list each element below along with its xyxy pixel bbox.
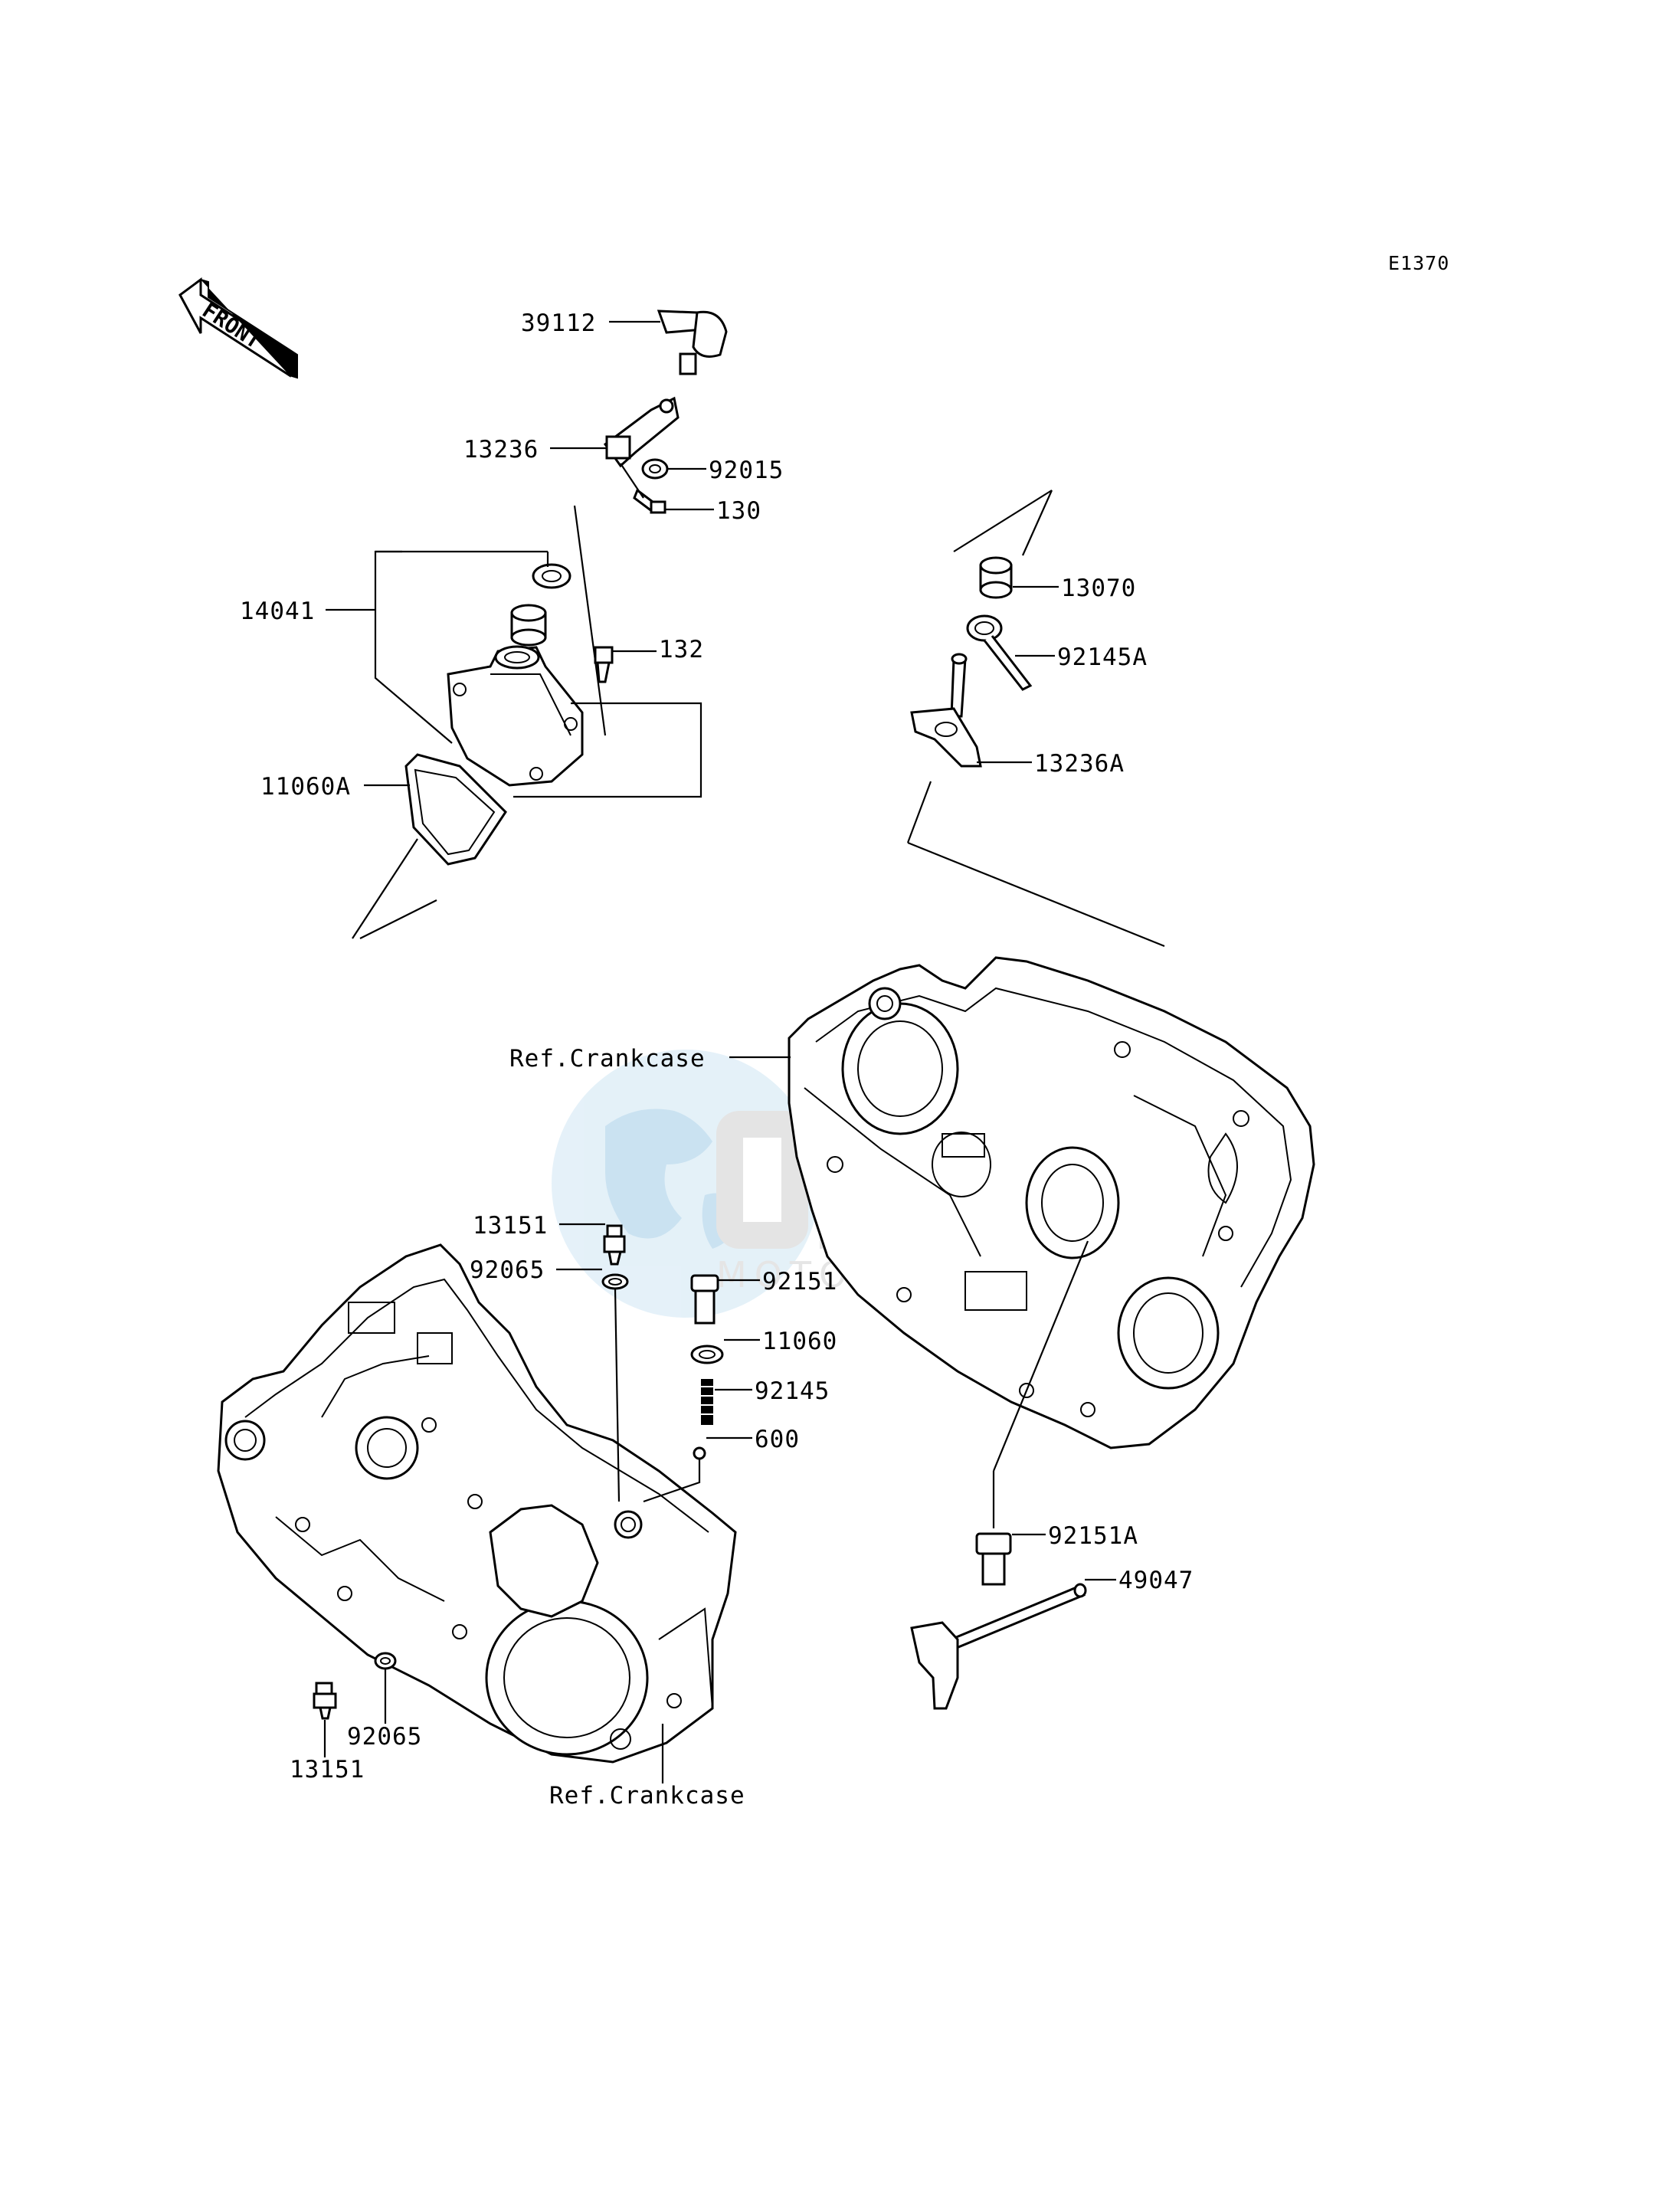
label-13236A[interactable]: 13236A bbox=[1034, 750, 1125, 778]
label-13236[interactable]: 13236 bbox=[463, 436, 539, 463]
upper-left-reference-lines bbox=[352, 463, 702, 939]
part-washer-lower-icon bbox=[374, 1652, 397, 1670]
front-label: FRONT bbox=[198, 297, 266, 354]
part-washer-11060-icon bbox=[690, 1345, 724, 1364]
label-49047[interactable]: 49047 bbox=[1118, 1567, 1194, 1594]
part-bushing-icon bbox=[510, 604, 547, 647]
label-13151-lower[interactable]: 13151 bbox=[290, 1756, 365, 1783]
ball-guide-line bbox=[643, 1459, 701, 1503]
part-neutral-switch-upper-icon bbox=[603, 1224, 626, 1266]
part-neutral-switch-lower-icon bbox=[313, 1682, 337, 1720]
label-92145A[interactable]: 92145A bbox=[1057, 644, 1148, 671]
part-plug-92151-icon bbox=[690, 1274, 719, 1325]
label-ref-crankcase-upper[interactable]: Ref.Crankcase bbox=[509, 1045, 706, 1073]
part-spring-92145-icon bbox=[701, 1379, 713, 1425]
part-gasket-icon bbox=[404, 753, 507, 866]
crankcase-lower-half bbox=[217, 1243, 737, 1764]
part-shift-shaft-icon bbox=[910, 653, 982, 768]
label-ref-crankcase-lower[interactable]: Ref.Crankcase bbox=[549, 1782, 745, 1810]
label-92015[interactable]: 92015 bbox=[709, 457, 784, 484]
label-132[interactable]: 132 bbox=[659, 636, 704, 663]
label-11060[interactable]: 11060 bbox=[762, 1328, 837, 1355]
part-ball-600-icon bbox=[693, 1446, 706, 1460]
label-92065-upper[interactable]: 92065 bbox=[470, 1256, 545, 1284]
part-shift-lever-icon bbox=[603, 396, 680, 468]
part-plug-92151A-icon bbox=[975, 1532, 1012, 1586]
label-39112[interactable]: 39112 bbox=[521, 310, 596, 337]
part-return-spring-icon bbox=[966, 614, 1033, 691]
label-92145[interactable]: 92145 bbox=[755, 1377, 830, 1405]
part-washer-upper-icon bbox=[601, 1273, 629, 1290]
part-bolt-130-icon bbox=[633, 488, 666, 514]
part-oil-seal-icon bbox=[532, 563, 571, 589]
label-14041[interactable]: 14041 bbox=[240, 598, 315, 625]
crankcase-upper-half bbox=[788, 956, 1315, 1449]
front-arrow-icon: FRONT bbox=[178, 277, 298, 379]
upper-right-reference-lines bbox=[906, 490, 1165, 948]
part-collar-icon bbox=[979, 556, 1013, 599]
label-600[interactable]: 600 bbox=[755, 1426, 800, 1453]
plug-guide-line-2 bbox=[992, 1240, 1089, 1472]
label-130[interactable]: 130 bbox=[716, 497, 761, 525]
label-92065-lower[interactable]: 92065 bbox=[347, 1723, 422, 1751]
part-rod-end-icon bbox=[657, 310, 728, 375]
label-92151A[interactable]: 92151A bbox=[1048, 1522, 1138, 1550]
upper-switch-guide-line bbox=[614, 1288, 621, 1502]
part-cover-housing-icon bbox=[447, 645, 584, 787]
label-13070[interactable]: 13070 bbox=[1061, 575, 1136, 602]
label-13151-upper[interactable]: 13151 bbox=[473, 1212, 548, 1240]
part-shift-rod-fork-icon bbox=[910, 1583, 1087, 1710]
label-11060A[interactable]: 11060A bbox=[260, 773, 351, 801]
label-92151[interactable]: 92151 bbox=[762, 1268, 837, 1295]
part-nut-icon bbox=[641, 458, 669, 480]
diagram-code: E1370 bbox=[1388, 252, 1449, 274]
